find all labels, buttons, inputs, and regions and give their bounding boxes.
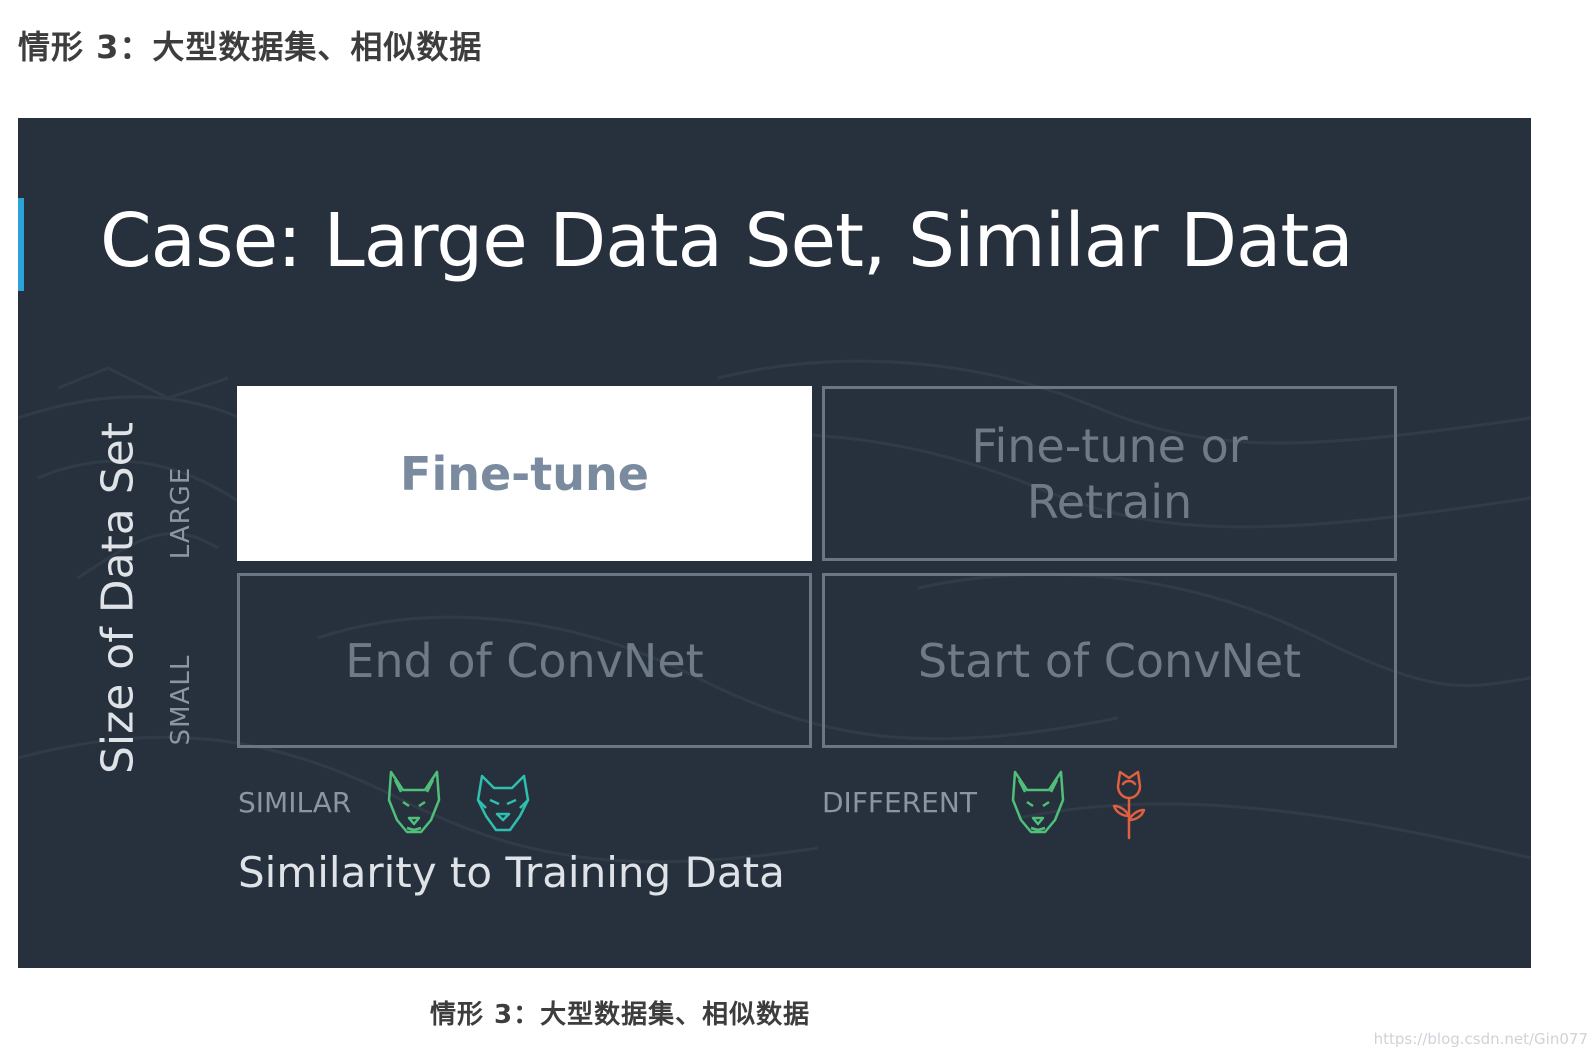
cell-label: Fine-tune xyxy=(400,446,649,501)
page-heading: 情形 3：大型数据集、相似数据 xyxy=(18,28,483,66)
figure-caption: 情形 3：大型数据集、相似数据 xyxy=(430,1000,811,1030)
cell-label-line-1: Fine-tune or xyxy=(971,418,1248,473)
cell-small-different: Start of ConvNet xyxy=(822,573,1397,748)
cell-label: Start of ConvNet xyxy=(917,633,1302,688)
cell-label: End of ConvNet xyxy=(345,633,704,688)
cell-label-line-2: Retrain xyxy=(1026,474,1193,529)
y-tick-small: SMALL xyxy=(166,654,196,746)
y-tick-large: LARGE xyxy=(166,466,196,560)
watermark: https://blog.csdn.net/Gin077 xyxy=(1373,1030,1588,1048)
title-accent-bar xyxy=(18,198,24,291)
slide: Case: Large Data Set, Similar Data Size … xyxy=(18,118,1531,968)
y-axis-title: Size of Data Set xyxy=(92,422,144,774)
x-tick-similar: SIMILAR xyxy=(238,786,352,819)
x-tick-different: DIFFERENT xyxy=(822,786,977,819)
wolf-icon xyxy=(476,774,530,832)
rose-icon xyxy=(1112,770,1146,840)
x-axis-title: Similarity to Training Data xyxy=(238,848,785,897)
cell-large-different: Fine-tune or Retrain xyxy=(822,386,1397,561)
cell-large-similar: Fine-tune xyxy=(237,386,812,561)
slide-title: Case: Large Data Set, Similar Data xyxy=(100,198,1354,284)
dog-icon xyxy=(387,770,441,834)
cell-small-similar: End of ConvNet xyxy=(237,573,812,748)
dog-icon xyxy=(1011,770,1065,834)
